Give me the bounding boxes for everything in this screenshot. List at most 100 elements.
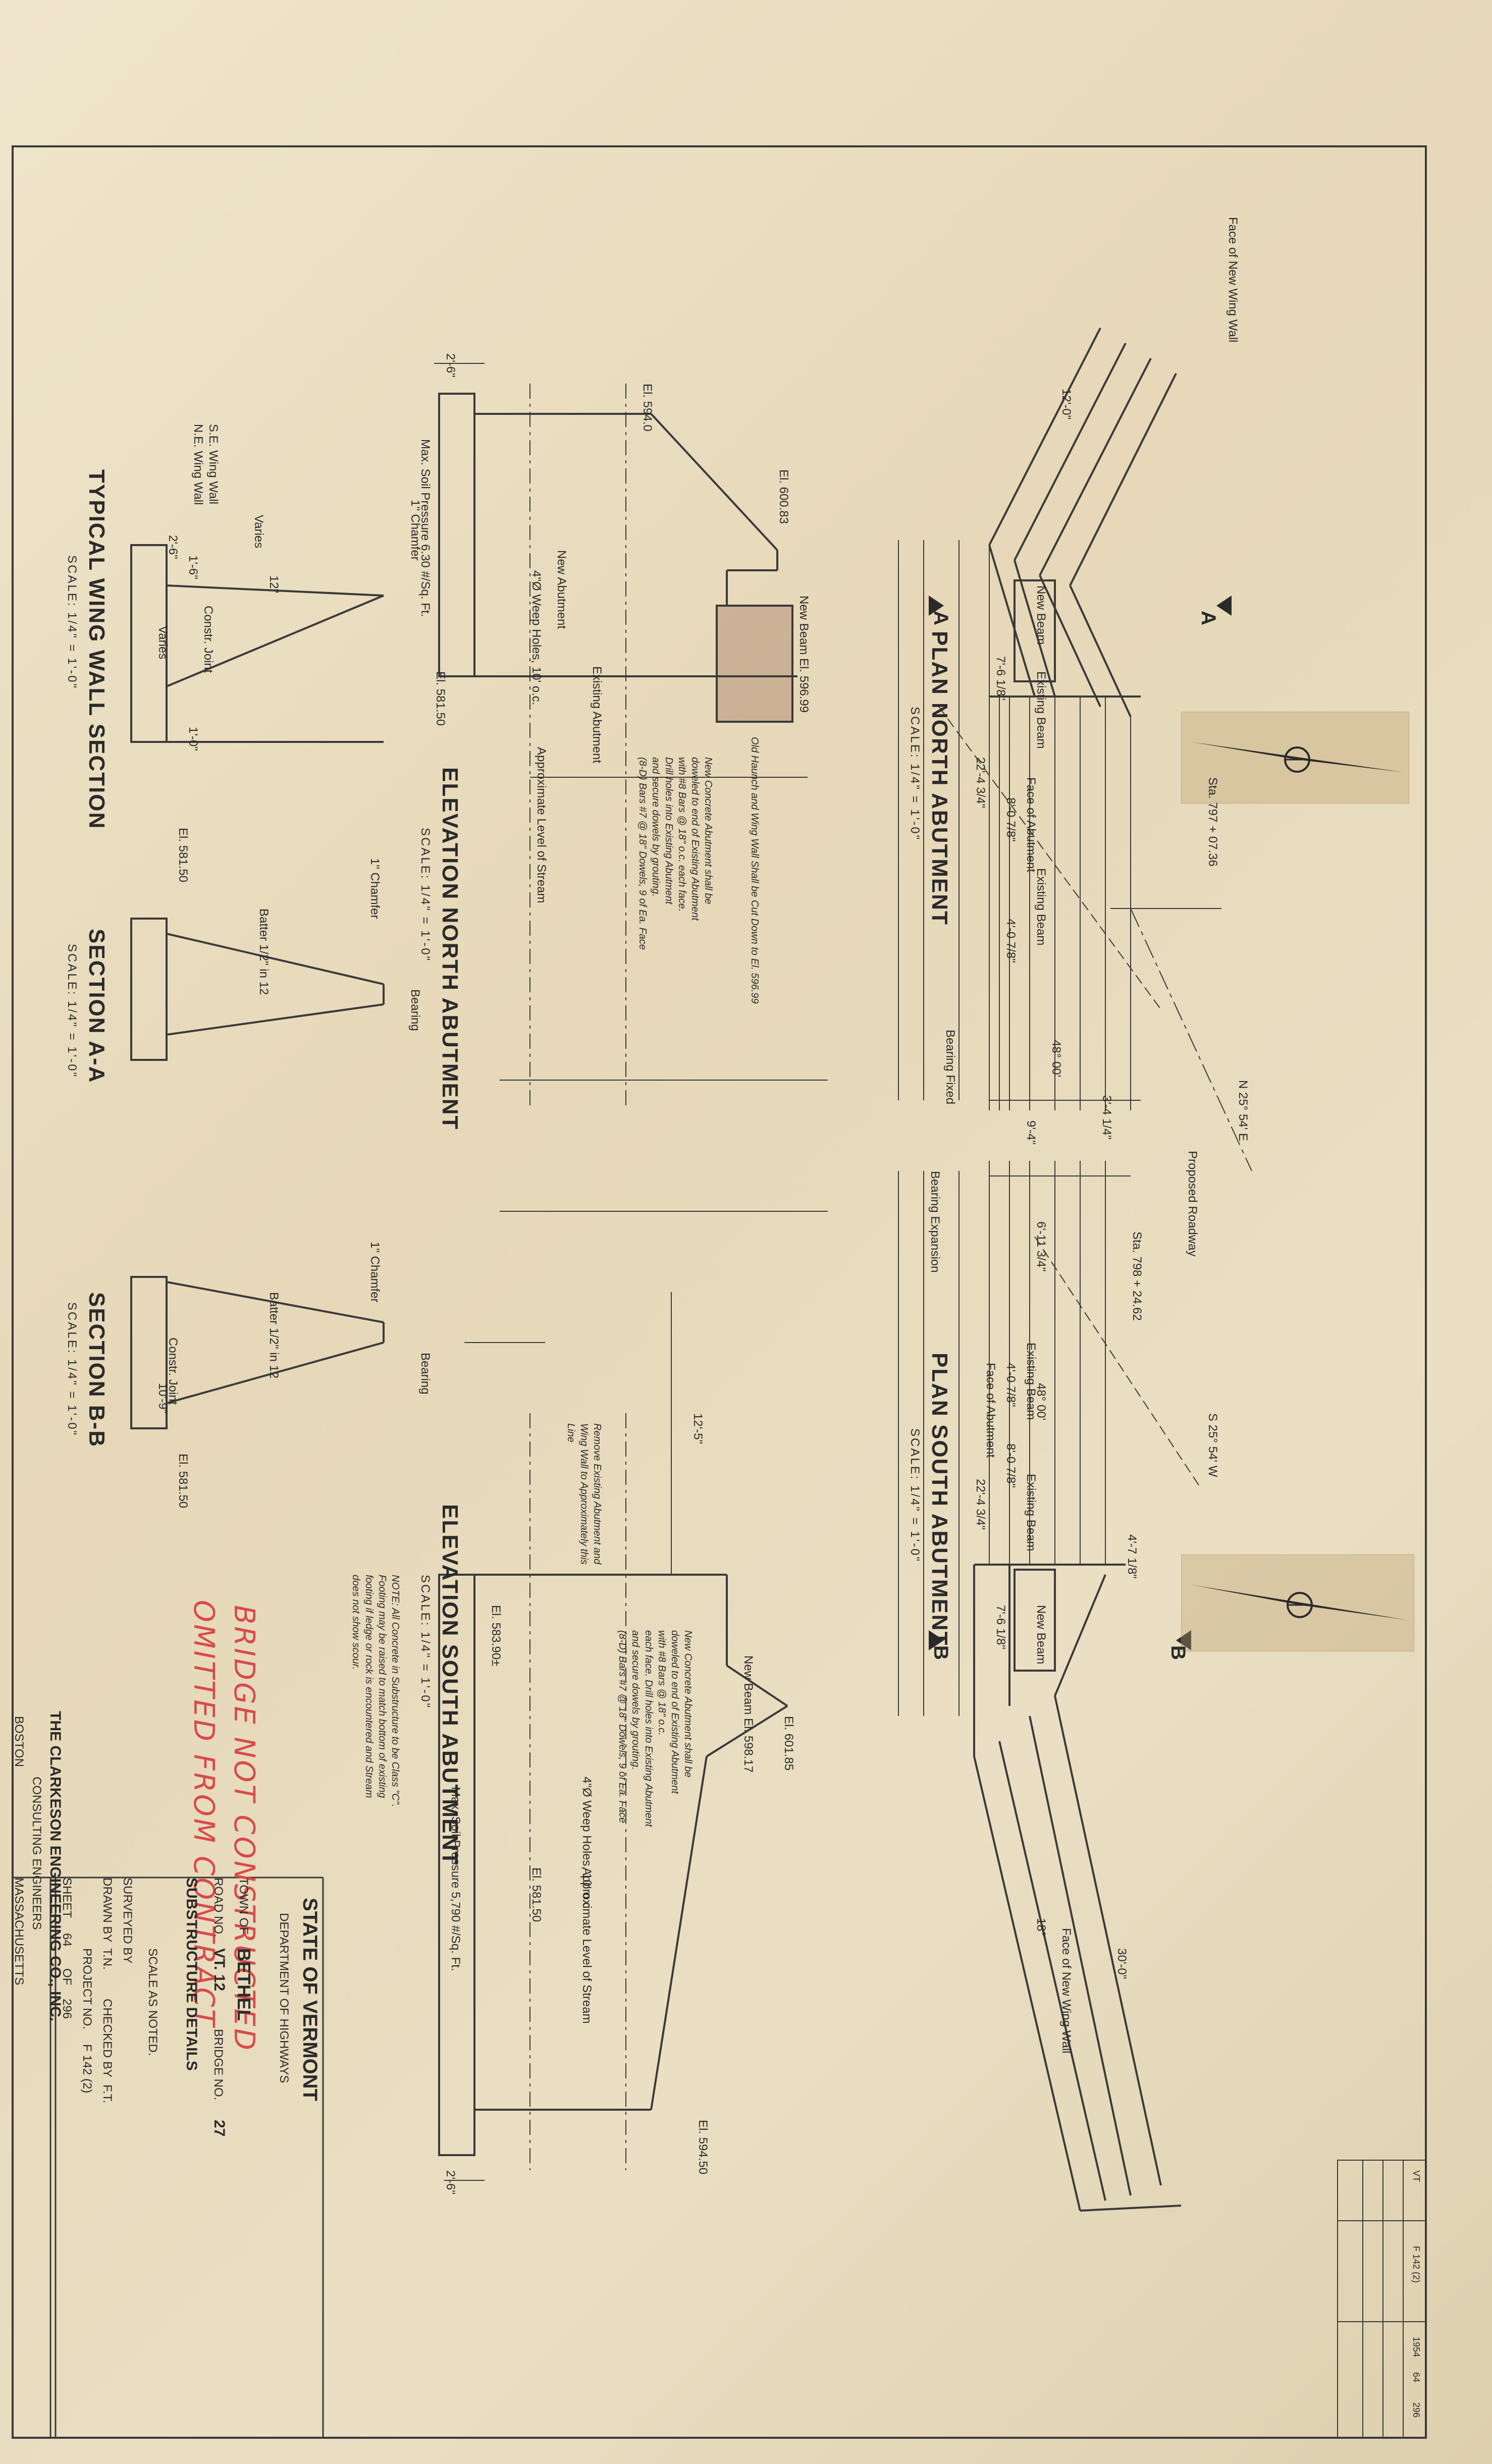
roadway-bearing-south: S 25° 54' W	[1206, 1413, 1219, 1477]
section-aa-label: Bearing	[408, 989, 422, 1031]
elev-north-el-top: El. 594.0	[641, 384, 654, 432]
plan-north-dim: 12'-0"	[1059, 389, 1073, 420]
wing-section-dim: 2'-6"	[166, 535, 180, 559]
elev-north-scale: SCALE: 1/4" = 1'-0"	[418, 828, 432, 962]
tb-road: VT. 12	[211, 1948, 228, 1992]
tb-total: 296	[60, 1999, 74, 2019]
tb-surveyed: SURVEYED BY	[121, 1878, 134, 1964]
tb-project: F 142 (2)	[80, 2044, 94, 2094]
plan-south-label: Face of Abutment	[984, 1363, 997, 1458]
elev-north-stream: Approximate Level of Stream	[535, 747, 548, 903]
plan-north-dim: 8'-0 7/8"	[1004, 797, 1018, 842]
firm-sub: CONSULTING ENGINEERS	[30, 1777, 43, 1930]
wing-section-dim: 12"	[267, 575, 281, 594]
wing-section-label: Constr. Joint	[201, 606, 215, 673]
elev-south-width: 2'-6"	[444, 2170, 457, 2194]
wing-section-label: Varies	[252, 515, 265, 549]
plan-north-dim: 7'-6 1/8"	[994, 656, 1007, 701]
plan-north-scale: SCALE: 1/4" = 1'-0"	[908, 707, 922, 841]
plan-south-dim: 22'-4 3/4"	[974, 1479, 987, 1530]
plan-north-dim: 22'-4 3/4"	[974, 757, 987, 809]
tb-state: STATE OF VERMONT	[299, 1898, 321, 2101]
station-north: Sta. 797 + 07.36	[1206, 777, 1219, 867]
firm-state: MASSACHUSETTS	[12, 1878, 26, 1986]
tb-drawn: T.N.	[100, 1948, 114, 1970]
tb-dept: DEPARTMENT OF HIGHWAYS	[277, 1913, 291, 2083]
elev-south-el-right: El. 594.50	[696, 2120, 710, 2175]
corner-cell: 296	[1411, 2402, 1421, 2418]
general-note: NOTE: All Concrete in Substructure to be…	[350, 1575, 401, 1807]
plan-north-label: Face of Abutment	[1024, 777, 1038, 873]
elev-south-el-mid: El. 583.90±	[489, 1605, 503, 1667]
wing-section-scale: SCALE: 1/4" = 1'-0"	[65, 555, 79, 690]
tb-bridge: 27	[211, 2120, 228, 2137]
plan-north-dim: 3'-4 1/4"	[1100, 1095, 1113, 1140]
wing-section-title: TYPICAL WING WALL SECTION	[84, 469, 109, 830]
elev-south-beam: New Beam El. 598.17	[741, 1655, 755, 1773]
elev-north-width: 2'-6"	[444, 353, 457, 378]
tb-sheet-label: SHEET	[60, 1878, 74, 1918]
tb-town-label: TOWN OF	[237, 1878, 250, 1935]
elev-south-scale: SCALE: 1/4" = 1'-0"	[418, 1575, 432, 1709]
elev-south-dim: 12'-5"	[691, 1413, 705, 1444]
wing-section-label: S.E. Wing Wall	[206, 424, 220, 505]
plan-south-label: Bearing Expansion	[928, 1171, 942, 1273]
corner-cell: 1954	[1411, 2337, 1421, 2358]
section-bb-scale: SCALE: 1/4" = 1'-0"	[65, 1302, 79, 1437]
plan-north-label: New Beam	[1034, 585, 1048, 645]
proposed-roadway-label: Proposed Roadway	[1186, 1151, 1199, 1257]
firm-city: BOSTON	[12, 1716, 26, 1767]
section-arrow-label: A	[1197, 611, 1219, 625]
section-arrow-label: B	[1167, 1645, 1189, 1660]
corner-cell: F 142 (2)	[1411, 2246, 1421, 2283]
north-arrow-icon	[1191, 742, 1403, 773]
plan-north-label: Bearing Fixed	[943, 1030, 957, 1105]
plan-south-label: 18°	[1034, 1918, 1048, 1937]
corner-cell: VT	[1411, 2170, 1421, 2182]
section-aa-el: El. 581.50	[176, 828, 190, 883]
plan-south-label: Face of New Wing Wall	[1059, 1928, 1073, 2054]
elev-north-chamfer: 1" Chamfer	[408, 500, 422, 561]
plan-south-dim: 4'-0 7/8"	[1004, 1363, 1018, 1407]
plan-south-dim: 30'-0"	[1115, 1948, 1129, 1979]
plan-south-dim: 4'-7 1/8"	[1125, 1534, 1139, 1579]
tb-of-label: OF	[60, 1968, 74, 1986]
plan-north-dim: 4'-0 7/8"	[1004, 919, 1018, 963]
tb-subject: SUBSTRUCTURE DETAILS	[183, 1878, 200, 2071]
roadway-bearing-north: N 25° 54' E	[1236, 1080, 1250, 1141]
plan-south-dim: 6'-11 3/4"	[1034, 1221, 1048, 1272]
elev-north-beam: New Beam El. 596.99	[797, 596, 811, 713]
wing-section-dim: 1'-0"	[186, 727, 200, 751]
section-arrow-label: A	[930, 611, 952, 625]
section-arrow-label: B	[930, 1645, 952, 1660]
tb-town: BETHEL	[234, 1948, 254, 2021]
plan-north-dim: 9'-4"	[1024, 1120, 1038, 1145]
tb-bridge-label: BRIDGE NO.	[211, 2029, 225, 2101]
section-bb-title: SECTION B-B	[84, 1292, 109, 1448]
tb-checked-label: CHECKED BY	[100, 1999, 114, 2078]
elev-north-note: New Concrete Abutment shall be doweled t…	[637, 757, 714, 950]
plan-north-label: 48° 00'	[1049, 1040, 1063, 1078]
plan-south-title: PLAN SOUTH ABUTMENT	[927, 1353, 952, 1646]
plan-south-label: Existing Beam	[1024, 1474, 1038, 1551]
section-aa-title: SECTION A-A	[84, 929, 109, 1084]
section-bb-label: 1" Chamfer	[368, 1242, 382, 1303]
elev-south-el-top: El. 601.85	[782, 1716, 795, 1771]
elev-north-el-bottom: El. 581.50	[434, 671, 447, 726]
tb-road-label: ROAD NO.	[211, 1878, 225, 1938]
elev-south-stream: Approximate Level of Stream	[580, 1867, 594, 2024]
wing-section-label: Varies	[156, 626, 170, 660]
wing-section-dim: 1'-6"	[186, 555, 200, 579]
plan-north-title: PLAN NORTH ABUTMENT	[927, 631, 952, 926]
elev-south-el-bottom: El. 581.50	[529, 1867, 543, 1922]
wing-section-label: N.E. Wing Wall	[191, 424, 205, 505]
plan-south-label: New Beam	[1034, 1605, 1048, 1665]
elev-north-title: ELEVATION NORTH ABUTMENT	[438, 767, 462, 1131]
section-aa-label: Batter 1/2" in 12	[257, 908, 271, 995]
section-bb-label: Bearing	[418, 1353, 432, 1395]
section-aa-label: 1" Chamfer	[368, 858, 382, 919]
plan-south-dim: 7'-6 1/8"	[994, 1605, 1007, 1649]
